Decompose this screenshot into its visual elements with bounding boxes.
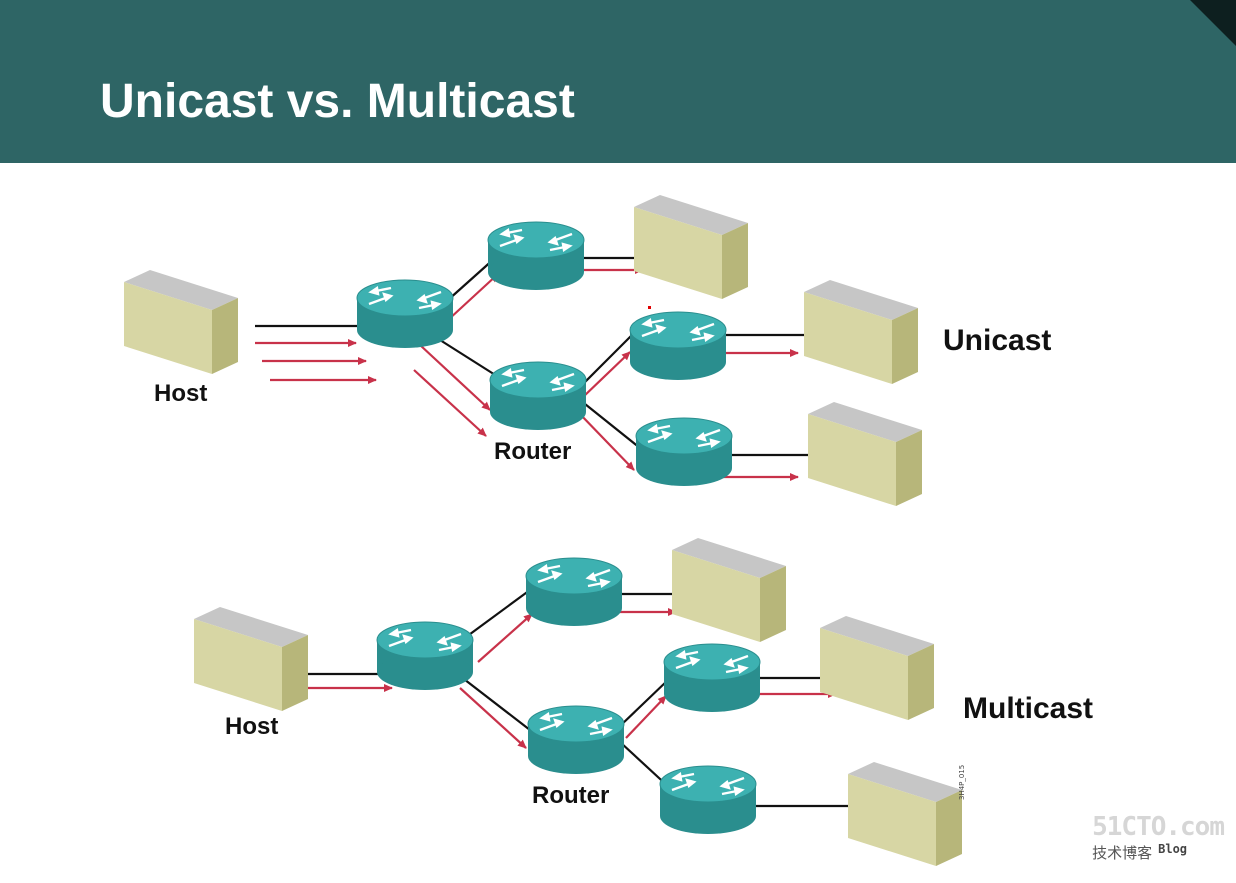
unicast-links — [255, 256, 812, 457]
multicast-host-receiver-3 — [848, 762, 962, 866]
multicast-packet-arrows — [305, 608, 837, 749]
header-bar — [0, 0, 1236, 163]
multicast-router-label: Router — [532, 782, 609, 809]
unicast-host-receiver-2 — [804, 280, 918, 384]
watermark-site: 51CTO.com — [1092, 812, 1225, 842]
unicast-router-label: Router — [494, 438, 571, 465]
figure-id: 3H4P_015 — [958, 764, 966, 800]
unicast-host-receiver-3 — [808, 402, 922, 506]
unicast-host-receiver-1 — [634, 195, 748, 299]
watermark-blog: Blog — [1158, 842, 1188, 856]
multicast-links — [305, 589, 848, 808]
multicast-router-right-lower — [658, 764, 758, 836]
unicast-label: Unicast — [943, 324, 1051, 357]
header-corner-fold — [1190, 0, 1236, 46]
watermark-subtitle: 技术博客 — [1092, 844, 1153, 862]
multicast-host-receiver-1 — [672, 538, 786, 642]
unicast-host-label: Host — [154, 380, 207, 407]
unicast-router-core — [355, 278, 455, 350]
unicast-host-source — [124, 270, 238, 374]
stray-dot — [648, 306, 651, 309]
multicast-label: Multicast — [963, 692, 1093, 725]
multicast-host-label: Host — [225, 713, 278, 740]
multicast-router-core — [375, 620, 475, 692]
multicast-host-receiver-2 — [820, 616, 934, 720]
page-title: Unicast vs. Multicast — [100, 75, 575, 128]
unicast-packet-arrows — [255, 266, 799, 481]
unicast-router-right-lower — [634, 416, 734, 488]
multicast-router-middle — [526, 704, 626, 776]
unicast-router-right-upper — [628, 310, 728, 382]
multicast-router-upper — [524, 556, 624, 628]
unicast-router-upper — [486, 220, 586, 292]
unicast-router-middle — [488, 360, 588, 432]
multicast-host-source — [194, 607, 308, 711]
multicast-router-right-upper — [662, 642, 762, 714]
multicast-diagram: Host Router Multicast — [194, 538, 1093, 866]
watermark: 51CTO.com 技术博客 Blog — [1092, 812, 1225, 863]
unicast-diagram: Host Router Unicast — [124, 195, 1051, 506]
